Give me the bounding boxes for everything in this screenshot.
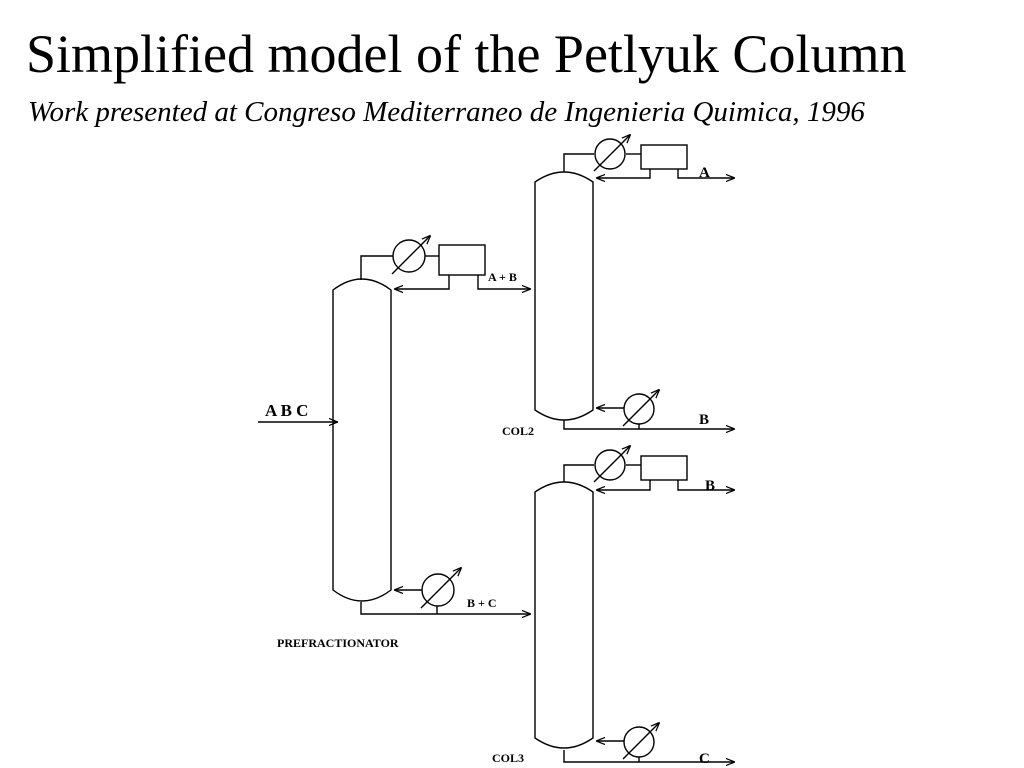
col3-overhead <box>563 464 734 490</box>
reboiler-icon <box>622 723 659 760</box>
col3-bottom-product: C <box>699 751 710 767</box>
slide-subtitle: Work presented at Congreso Mediterraneo … <box>28 96 865 128</box>
condenser-icon <box>391 236 430 275</box>
col2-column <box>534 171 594 421</box>
col2-overhead <box>563 153 734 178</box>
feed-label: A B C <box>265 401 308 420</box>
reflux-drum-icon <box>438 244 486 276</box>
prefractionator-overhead <box>360 255 530 289</box>
bottom-stream-label: B + C <box>467 596 497 610</box>
col3-bottoms <box>563 741 734 762</box>
condenser-icon <box>593 446 630 483</box>
col3-column <box>534 481 594 749</box>
condenser-icon <box>593 135 630 172</box>
slide-title: Simplified model of the Petlyuk Column <box>26 24 907 84</box>
prefractionator-bottoms <box>360 590 530 614</box>
col3-label: COL3 <box>492 751 524 765</box>
reboiler-icon <box>420 568 461 609</box>
col2-bottoms <box>563 408 734 429</box>
col3-top-product: B <box>705 478 715 494</box>
prefractionator-column <box>332 278 392 602</box>
col2-bottom-product: B <box>699 412 709 428</box>
col2-label: COL2 <box>502 424 534 438</box>
prefractionator-label: PREFRACTIONATOR <box>277 636 399 650</box>
reboiler-icon <box>622 390 659 427</box>
reflux-drum-icon <box>640 455 688 481</box>
top-stream-label: A + B <box>488 270 517 284</box>
reflux-drum-icon <box>640 144 688 170</box>
col2-top-product: A <box>699 165 710 181</box>
